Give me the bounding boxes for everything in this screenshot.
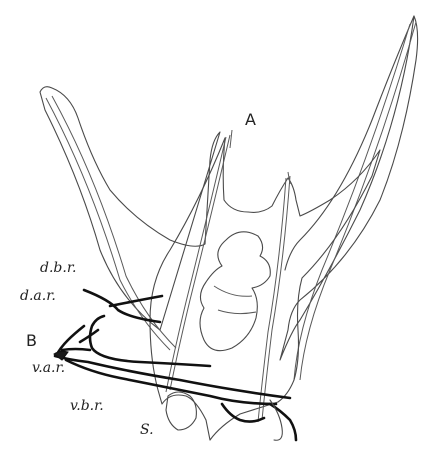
label-var: v.a.r. <box>32 360 65 376</box>
internal-organ <box>200 232 270 351</box>
label-dar: d.a.r. <box>20 288 56 304</box>
label-b: B <box>26 331 37 350</box>
skeletal-bars <box>54 290 296 440</box>
label-vbr: v.b.r. <box>70 398 104 414</box>
left-spine <box>40 87 220 350</box>
right-spine <box>280 16 418 380</box>
inner-ribs <box>166 130 290 422</box>
label-dbr: d.b.r. <box>40 260 76 276</box>
label-s: S. <box>140 422 154 438</box>
label-a: A <box>245 110 256 129</box>
